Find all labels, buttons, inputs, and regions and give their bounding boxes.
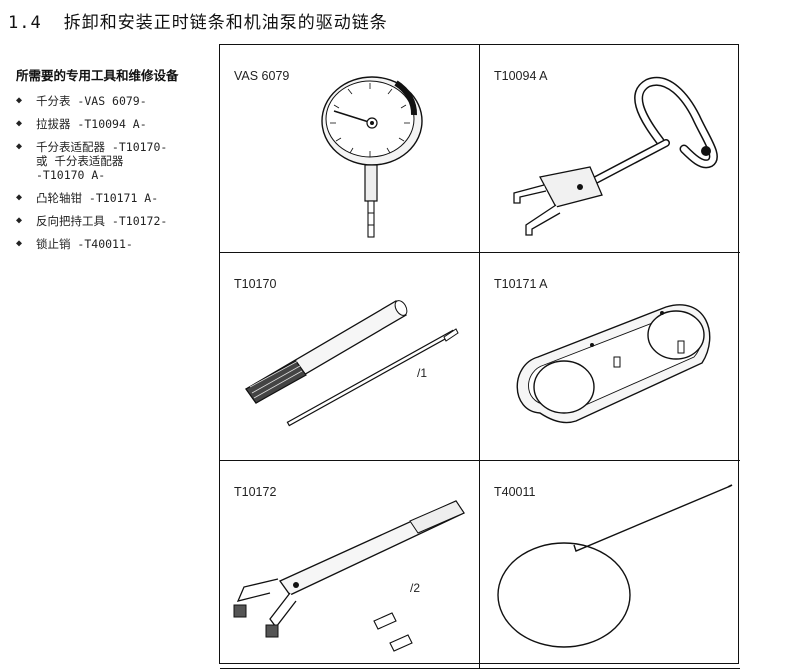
tool-item: ◆ 凸轮轴钳 -T10171 A- (16, 191, 216, 205)
dial-gauge-icon (321, 76, 423, 238)
camshaft-clamp-icon (516, 304, 711, 424)
figure-label: T10171 A (494, 277, 548, 291)
tool-item: ◆ 反向把持工具 -T10172- (16, 214, 216, 228)
tool-text: 拉拔器 -T10094 A- (36, 117, 147, 131)
diamond-bullet-icon: ◆ (16, 238, 23, 249)
figure-label: T10172 (234, 485, 277, 499)
figure-sub-label: /2 (410, 581, 421, 595)
figure-cell: T40011 (480, 461, 740, 669)
tool-text: 千分表适配器 -T10170- (36, 140, 168, 154)
tool-item: ◆ 千分表适配器 -T10170- 或 千分表适配器 -T10170 A- (16, 140, 216, 182)
figure-label: VAS 6079 (234, 69, 290, 83)
figure-label: T10094 A (494, 69, 548, 83)
page-heading: 1.4 拆卸和安装正时链条和机油泵的驱动链条 (8, 8, 388, 33)
figure-cell: T10172 /2 (220, 461, 480, 669)
figure-cell: T10171 A (480, 253, 740, 461)
section-title: 拆卸和安装正时链条和机油泵的驱动链条 (63, 13, 388, 33)
tool-text: 千分表 -VAS 6079- (36, 94, 147, 108)
section-number: 1.4 (8, 13, 42, 33)
locking-pin-icon (497, 484, 733, 648)
diamond-bullet-icon: ◆ (16, 95, 23, 106)
tools-figure-grid: VAS 6079 T10094 A (219, 44, 740, 669)
tool-item: ◆ 千分表 -VAS 6079- (16, 94, 216, 108)
figure-cell: T10094 A (480, 45, 740, 253)
diamond-bullet-icon: ◆ (16, 118, 23, 129)
diamond-bullet-icon: ◆ (16, 192, 23, 203)
figure-label: T10170 (234, 277, 277, 291)
diamond-bullet-icon: ◆ (16, 215, 23, 226)
puller-icon (513, 76, 718, 236)
tool-text: -T10170 A- (36, 168, 106, 182)
tool-text: 凸轮轴钳 -T10171 A- (36, 191, 159, 205)
counter-hold-tool-icon (233, 500, 465, 652)
tools-title: 所需要的专用工具和维修设备 (16, 68, 179, 83)
tool-item: ◆ 锁止销 -T40011- (16, 237, 216, 251)
tool-item: ◆ 拉拔器 -T10094 A- (16, 117, 216, 131)
tool-text: 或 千分表适配器 (36, 154, 124, 168)
tool-list: ◆ 千分表 -VAS 6079- ◆ 拉拔器 -T10094 A- ◆ 千分表适… (16, 94, 216, 260)
gauge-adapter-icon (245, 300, 459, 427)
figure-sub-label: /1 (417, 366, 428, 380)
figure-label: T40011 (494, 485, 536, 499)
tool-text: 锁止销 -T40011- (36, 237, 133, 251)
tool-text: 反向把持工具 -T10172- (36, 214, 168, 228)
diamond-bullet-icon: ◆ (16, 141, 23, 152)
figure-cell: T10170 /1 (220, 253, 480, 461)
figure-cell: VAS 6079 (220, 45, 480, 253)
